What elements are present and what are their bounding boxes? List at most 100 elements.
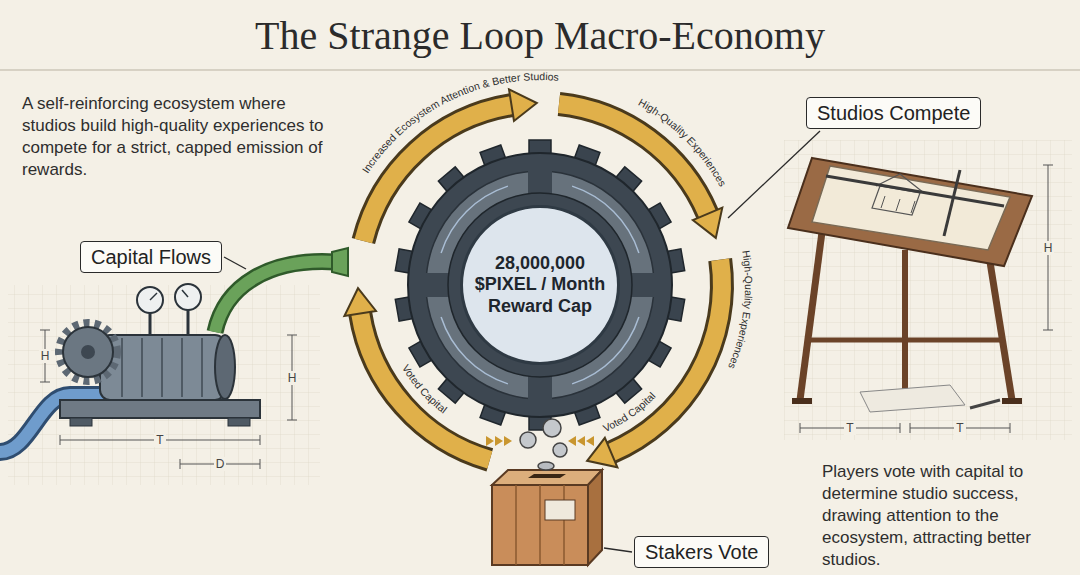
loop-arrow-outline <box>611 260 722 453</box>
drafting-table-illustration-part <box>792 398 812 404</box>
node-text: Studios Compete <box>817 101 970 125</box>
dimension-label: H <box>39 349 52 363</box>
pump-illustration-part <box>215 262 335 332</box>
ballot-crate-illustration-part <box>504 436 512 446</box>
dimension-lines-part <box>287 335 297 336</box>
ballot-crate-illustration-part <box>528 474 566 478</box>
pump-illustration-part <box>215 335 235 399</box>
dimension-lines-part <box>40 382 50 383</box>
blueprint-grid <box>784 140 1072 440</box>
flow-label-path: Increased Ecosystem Attention & Better S… <box>359 70 559 175</box>
leader-line <box>604 548 632 552</box>
dimension-label: T <box>954 421 965 435</box>
dimension-lines-part <box>40 330 50 331</box>
flow-label: High-Quality Experiences <box>637 96 729 188</box>
flow-label-path: Voted Capital <box>601 390 658 435</box>
flow-label-path: Voted Capital <box>400 362 449 415</box>
dimension-lines-part <box>1010 423 1011 433</box>
pump-illustration-part <box>182 290 188 297</box>
drafting-table-illustration-part <box>826 176 1004 206</box>
loop-arrowhead <box>509 89 537 121</box>
ballot-crate-illustration-part <box>563 485 565 565</box>
dimension-label: H <box>286 371 299 385</box>
ballot-crate-illustration-part <box>492 470 602 485</box>
drafting-table-illustration-part <box>1002 398 1022 404</box>
dimension-lines-part <box>1043 330 1053 331</box>
dimension-lines-part <box>60 435 61 445</box>
ballot-crate-illustration-part <box>539 485 541 565</box>
flow-label: Increased Ecosystem Attention & Better S… <box>359 70 559 175</box>
ballot-crate-illustration-part <box>492 485 588 565</box>
arc-labels: Increased Ecosystem Attention & Better S… <box>359 70 755 434</box>
pump-illustration-part <box>201 338 203 397</box>
flow-label: Voted Capital <box>601 390 658 435</box>
loop-arrow <box>559 104 708 214</box>
drafting-table-illustration-part <box>902 250 908 396</box>
node-text: 28,000,000 $PIXEL / Month Reward Cap <box>470 253 610 318</box>
pump-illustration-part <box>81 345 95 359</box>
loop-arrow <box>611 260 722 453</box>
callout-box: Capital Flows <box>80 241 222 273</box>
drafting-table-illustration-part <box>944 170 960 236</box>
pump-illustration <box>0 248 348 452</box>
pump-illustration-part <box>70 418 92 426</box>
gear-web <box>426 171 654 399</box>
dimension-label: T <box>844 421 855 435</box>
ballot-crate-illustration <box>486 419 602 565</box>
pump-illustration-part <box>150 293 157 300</box>
loop-arrow <box>360 314 490 460</box>
ballot-crate-illustration-part <box>520 432 536 448</box>
gear-rim <box>408 153 672 417</box>
leader-lines <box>224 131 820 552</box>
blueprint-grid <box>8 285 320 485</box>
pump-illustration-part <box>100 335 225 400</box>
drafting-table-illustration-part <box>970 400 1000 408</box>
drafting-table-illustration-part <box>860 385 965 412</box>
drafting-table-illustration-part <box>788 158 1032 266</box>
ballot-crate-illustration-part <box>515 485 517 565</box>
dimension-lines-part <box>900 423 901 433</box>
loop-arrowhead <box>693 208 723 238</box>
pump-illustration-part <box>137 287 163 313</box>
pump-illustration-part <box>141 338 143 397</box>
node-text: Capital Flows <box>91 245 211 269</box>
loop-arrowhead <box>344 288 376 316</box>
drafting-table-illustration-part <box>881 196 885 208</box>
dimension-lines-part <box>260 435 261 445</box>
pump-illustration-part <box>215 262 335 332</box>
description-note: Players vote with capital to determine s… <box>822 461 1072 571</box>
gear-hub <box>448 193 632 377</box>
dimension-lines-part <box>800 423 801 433</box>
loop-arrow-outline <box>363 105 511 241</box>
dimension-lines <box>40 165 1053 469</box>
drafting-table-illustration-part <box>911 201 915 213</box>
loop-arrow <box>363 105 511 241</box>
ballot-crate-illustration-part <box>586 436 594 446</box>
ballot-crate-illustration-part <box>568 436 576 446</box>
ballot-crate-illustration-part <box>577 436 585 446</box>
ballot-crate-illustration-part <box>588 470 602 565</box>
ballot-crate-illustration-part <box>543 419 561 437</box>
ballot-crate-illustration-part <box>538 462 554 470</box>
pump-illustration-part <box>181 338 183 397</box>
pump-illustration-part <box>175 284 201 310</box>
dimension-lines-part <box>287 420 297 421</box>
node-text: Stakers Vote <box>645 540 758 564</box>
pump-illustration-part <box>149 312 152 335</box>
loop-arrow-outline <box>559 104 708 214</box>
flow-label: Voted Capital <box>400 362 449 415</box>
diagram-title: The Strange Loop Macro-Economy <box>0 12 1080 59</box>
ballot-crate-illustration-part <box>495 436 503 446</box>
callout-box: Stakers Vote <box>634 536 769 568</box>
flow-label-path: High-Quality Experiences <box>637 96 729 188</box>
pump-illustration-part <box>161 338 163 397</box>
description-note: A self-reinforcing ecosystem where studi… <box>22 93 327 181</box>
drafting-table-illustration-part <box>896 199 900 211</box>
dimension-label: D <box>214 457 227 471</box>
dimension-label: T <box>154 433 165 447</box>
flow-label-path: High-Quality Experiences <box>726 249 755 371</box>
leader-line <box>728 131 820 218</box>
ballot-crate-illustration-part <box>545 500 575 520</box>
dimension-label: H <box>1042 241 1055 255</box>
